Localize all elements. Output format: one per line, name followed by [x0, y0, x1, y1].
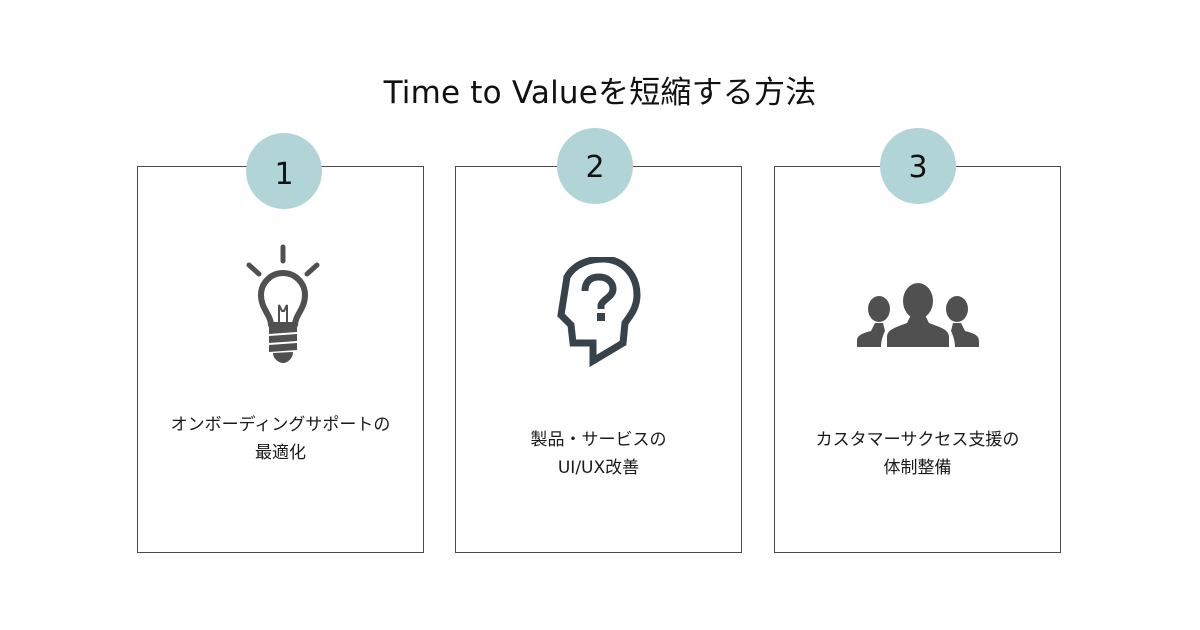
step-label-2: 製品・サービスの UI/UX改善 — [455, 426, 742, 482]
step-card-3 — [774, 166, 1061, 553]
page-title: Time to Valueを短縮する方法 — [383, 74, 817, 111]
step-number-badge-3: 3 — [880, 128, 956, 204]
step-number-badge-2: 2 — [557, 128, 633, 204]
step-label-1: オンボーディングサポートの 最適化 — [137, 411, 424, 467]
label-line: カスタマーサクセス支援の — [815, 430, 1020, 450]
lightbulb-icon — [241, 243, 325, 367]
step-number: 3 — [908, 149, 928, 185]
label-line: 製品・サービスの — [530, 430, 667, 450]
label-line: オンボーディングサポートの — [170, 415, 391, 435]
step-number: 1 — [274, 156, 294, 192]
head-question-icon — [551, 255, 643, 369]
label-line: 最適化 — [255, 443, 306, 463]
label-line: UI/UX改善 — [557, 458, 640, 478]
people-group-icon — [857, 283, 979, 347]
label-line: 体制整備 — [883, 458, 952, 478]
step-label-3: カスタマーサクセス支援の 体制整備 — [774, 426, 1061, 482]
step-number-badge-1: 1 — [246, 133, 322, 209]
step-number: 2 — [585, 149, 605, 185]
